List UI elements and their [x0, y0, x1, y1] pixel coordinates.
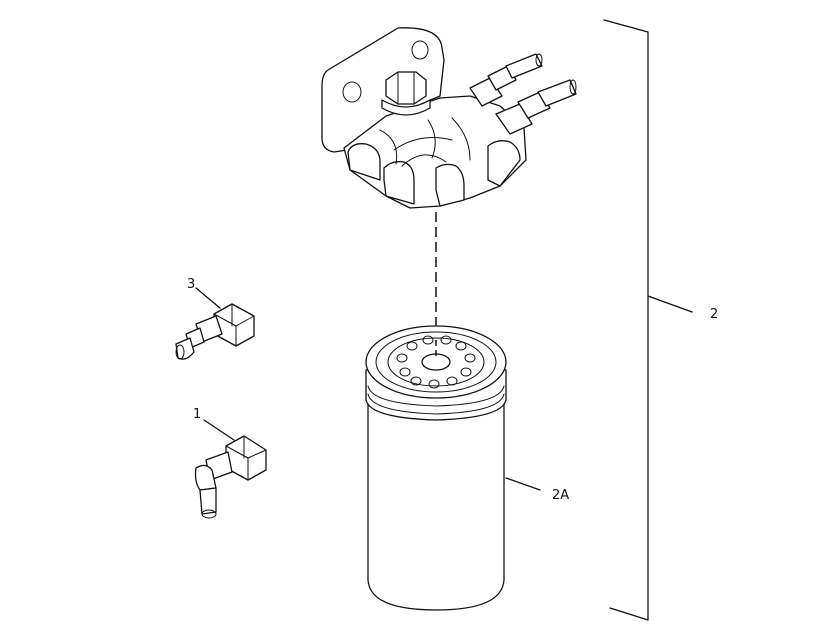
callout-label-2: 2: [710, 307, 718, 322]
assembly-bracket: [603, 19, 693, 621]
callout-label-1: 1: [193, 407, 201, 422]
elbow-connector: [194, 419, 267, 519]
callout-label-3: 3: [187, 277, 195, 292]
filter-base-head: [321, 27, 577, 209]
filter-port-holes: [396, 335, 476, 389]
callout-label-2a: 2A: [552, 488, 569, 503]
filter-element: [365, 325, 541, 611]
straight-connector: [175, 287, 255, 360]
